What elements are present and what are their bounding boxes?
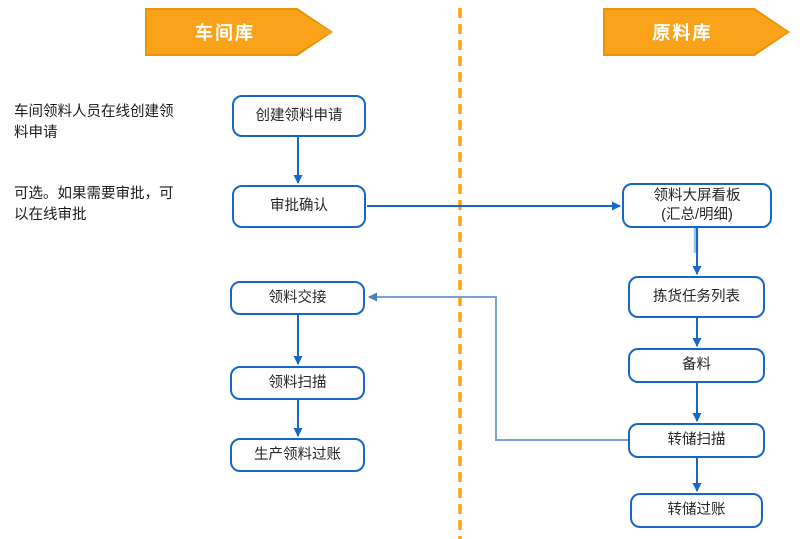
lane-banner-raw-material: 原料库 — [603, 8, 790, 56]
flow-box-label: 领料交接 — [268, 289, 327, 306]
flow-box-transfer-scan: 转储扫描 — [628, 423, 765, 458]
flow-box-picking-task-list: 拣货任务列表 — [628, 276, 765, 318]
annotation-line: 料申请 — [14, 125, 58, 141]
lane-banner-raw-material-fill: 原料库 — [605, 10, 788, 54]
flow-box-material-prepare: 备料 — [628, 348, 765, 383]
lane-banner-workshop: 车间库 — [145, 8, 333, 56]
flow-box-approve-confirm: 审批确认 — [232, 185, 366, 228]
flow-box-label: 拣货任务列表 — [653, 288, 740, 305]
annotation-create-note: 车间领料人员在线创建领 料申请 — [14, 102, 174, 144]
flow-box-label: 审批确认 — [270, 198, 328, 214]
flow-box-label: 转储过账 — [667, 502, 726, 518]
flow-box-create-request: 创建领料申请 — [232, 95, 366, 137]
connector-transfer-scan-to-handover — [368, 292, 628, 441]
flow-box-label: 转储扫描 — [667, 432, 726, 448]
flow-box-material-scan: 领料扫描 — [230, 366, 365, 400]
flow-box-label: 领料大屏看板 — [653, 187, 741, 204]
flow-box-label: 领料扫描 — [268, 374, 327, 391]
flow-box-material-handover: 领料交接 — [230, 281, 365, 315]
flow-box-dashboard: 领料大屏看板 (汇总/明细) — [622, 183, 772, 228]
annotation-line: 车间领料人员在线创建领 — [14, 104, 174, 120]
flow-box-label: (汇总/明细) — [661, 206, 733, 223]
flow-box-label: 生产领料过账 — [254, 446, 341, 463]
lane-title-raw-material: 原料库 — [652, 23, 713, 43]
flow-box-transfer-posting: 转储过账 — [630, 493, 763, 528]
flow-box-production-posting: 生产领料过账 — [230, 438, 365, 472]
flow-box-label: 创建领料申请 — [255, 107, 343, 124]
annotation-line: 可选。如果需要审批，可 — [14, 186, 174, 202]
lane-banner-workshop-fill: 车间库 — [147, 10, 331, 54]
annotation-approval-note: 可选。如果需要审批，可 以在线审批 — [14, 184, 174, 226]
lane-title-workshop: 车间库 — [195, 23, 255, 43]
annotation-line: 以在线审批 — [14, 207, 87, 223]
flow-box-label: 备料 — [682, 357, 711, 373]
